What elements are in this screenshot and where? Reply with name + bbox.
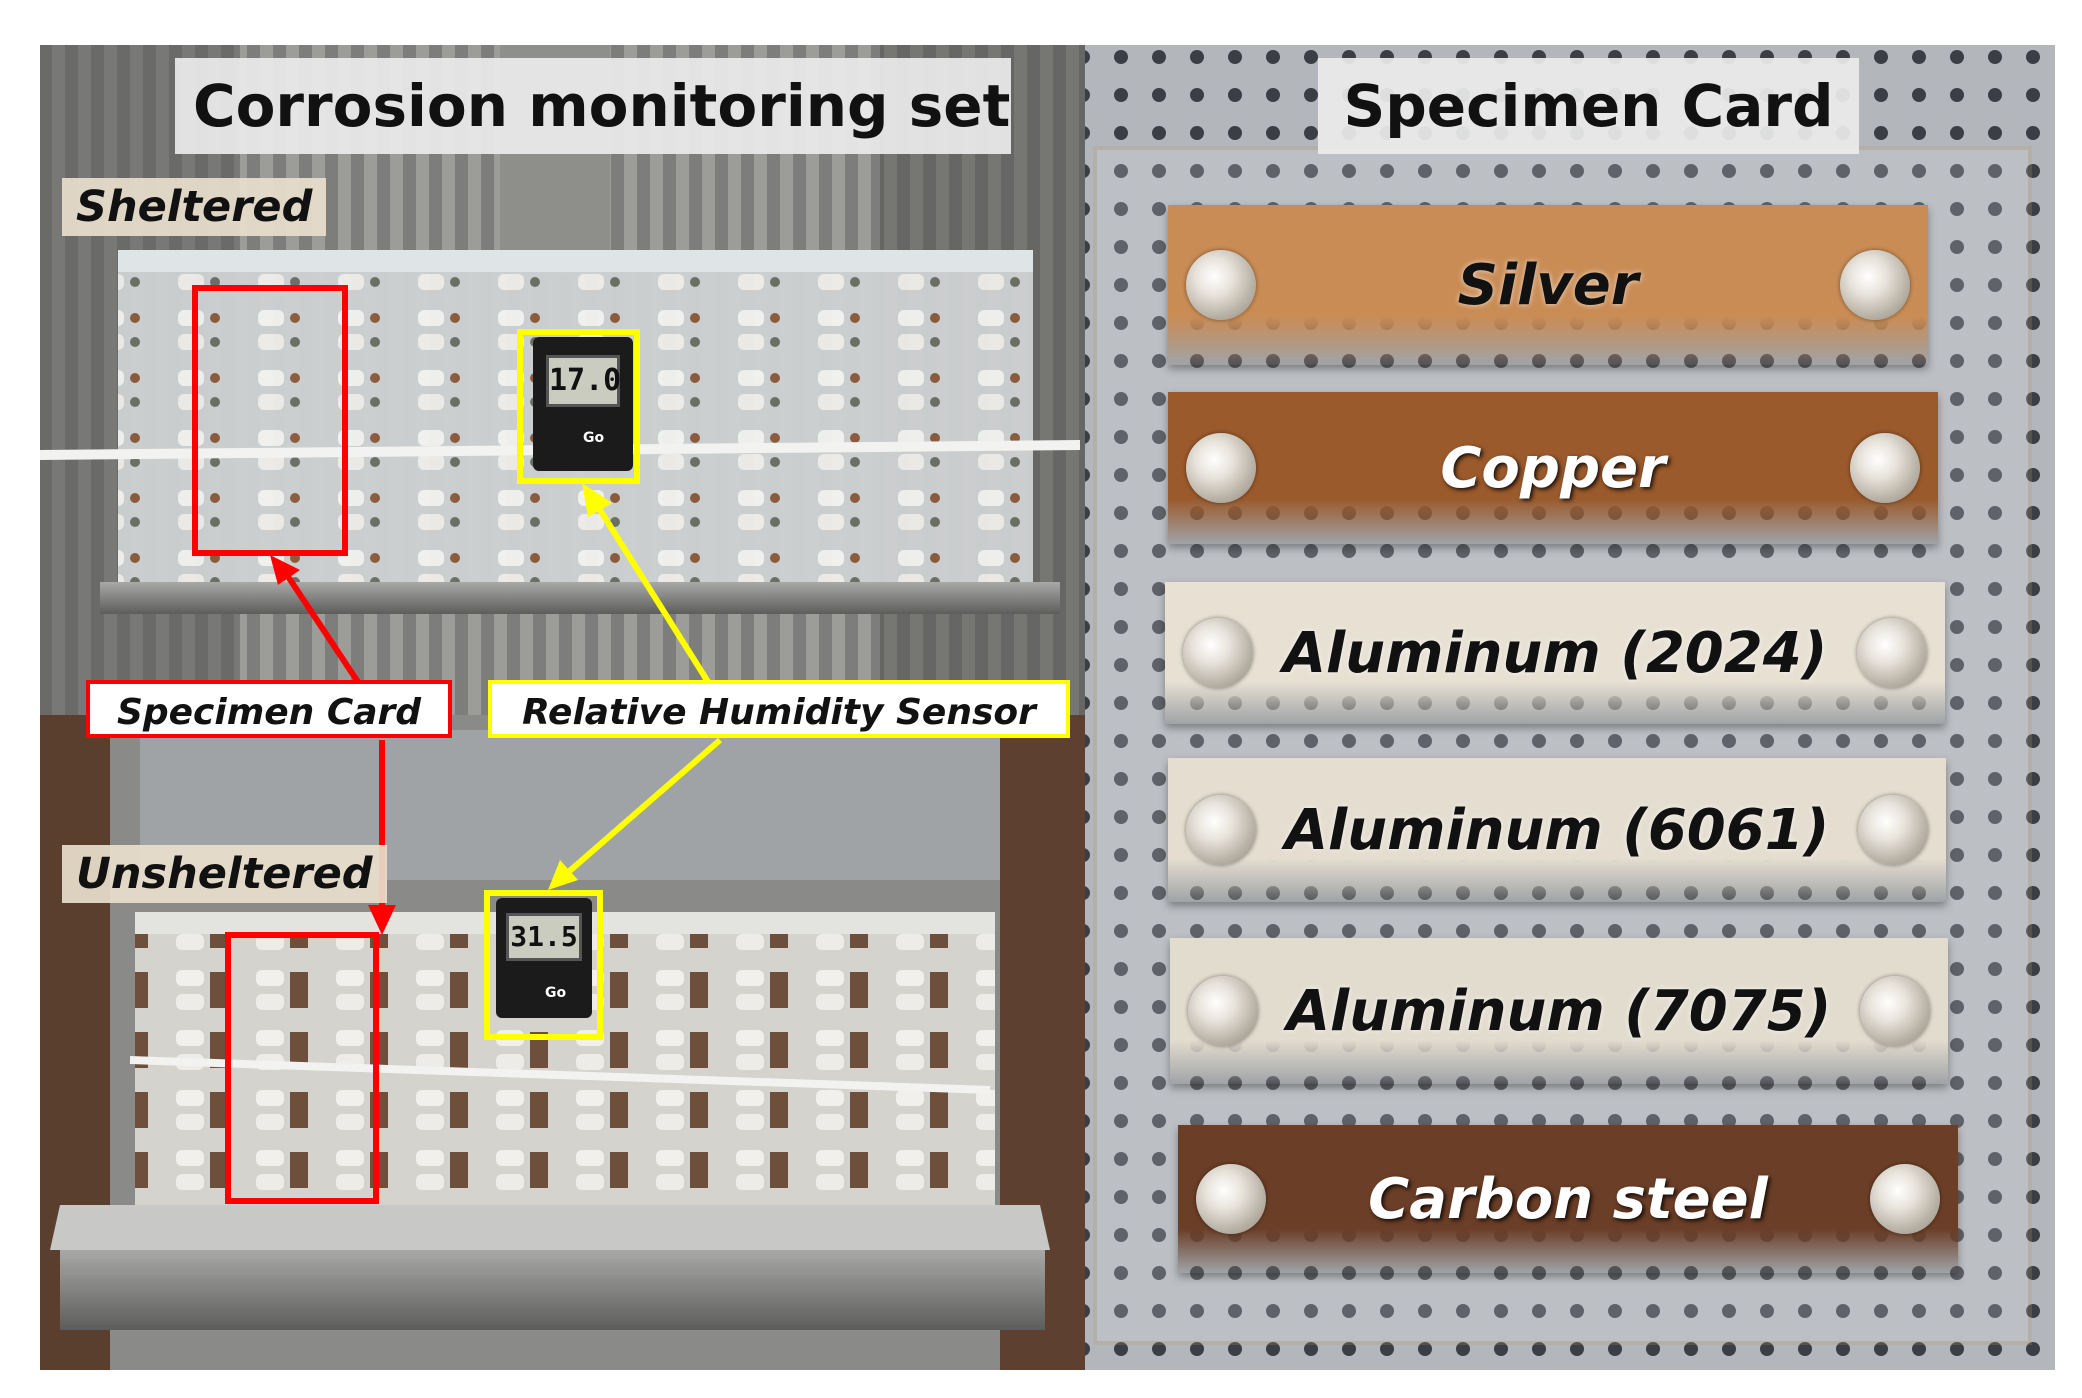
specimen-strip: Aluminum (7075) bbox=[1170, 938, 1948, 1084]
screw-icon bbox=[1870, 1164, 1940, 1234]
logger-bottom-button: Go bbox=[545, 985, 567, 1001]
specimen-card-callout: Specimen Card bbox=[86, 680, 452, 738]
screw-icon bbox=[1850, 433, 1920, 503]
specimen-strip: Aluminum (2024) bbox=[1165, 582, 1945, 724]
specimen-label: Silver bbox=[1457, 252, 1639, 318]
arrow-specimen-top bbox=[282, 570, 363, 687]
screw-icon bbox=[1857, 618, 1927, 688]
screw-icon bbox=[1186, 250, 1256, 320]
humidity-sensor-callout: Relative Humidity Sensor bbox=[488, 680, 1070, 738]
screw-icon bbox=[1186, 795, 1256, 865]
logger-top-button: Go bbox=[583, 430, 605, 446]
left-panel-title: Corrosion monitoring set bbox=[175, 58, 1011, 154]
humidity-sensor-highlight-bottom bbox=[484, 890, 603, 1040]
specimen-label: Copper bbox=[1440, 435, 1666, 501]
specimen-strip: Aluminum (6061) bbox=[1168, 758, 1946, 902]
specimen-label: Aluminum (6061) bbox=[1284, 797, 1830, 863]
specimen-card-highlight-bottom bbox=[225, 932, 379, 1204]
screw-icon bbox=[1858, 795, 1928, 865]
specimen-label: Carbon steel bbox=[1368, 1166, 1768, 1232]
logger-top-reading: 17.0 bbox=[546, 355, 621, 407]
screw-icon bbox=[1196, 1164, 1266, 1234]
right-panel-title: Specimen Card bbox=[1318, 58, 1859, 154]
screw-icon bbox=[1188, 976, 1258, 1046]
logger-bottom-reading: 31.5 bbox=[506, 913, 582, 961]
screw-icon bbox=[1186, 433, 1256, 503]
unsheltered-label: Unsheltered bbox=[62, 845, 387, 903]
specimen-card-highlight-top bbox=[192, 285, 348, 556]
specimen-strip: Carbon steel bbox=[1178, 1125, 1958, 1273]
screw-icon bbox=[1840, 250, 1910, 320]
screw-icon bbox=[1183, 618, 1253, 688]
specimen-strip: Silver bbox=[1168, 205, 1928, 365]
specimen-label: Aluminum (7075) bbox=[1286, 978, 1832, 1044]
specimen-label: Aluminum (2024) bbox=[1282, 620, 1828, 686]
screw-icon bbox=[1860, 976, 1930, 1046]
specimen-strip: Copper bbox=[1168, 392, 1938, 544]
arrow-sensor-bottom bbox=[563, 737, 722, 878]
sheltered-label: Sheltered bbox=[62, 178, 327, 236]
humidity-sensor-highlight-top bbox=[517, 329, 640, 484]
arrow-sensor-top bbox=[592, 500, 713, 687]
